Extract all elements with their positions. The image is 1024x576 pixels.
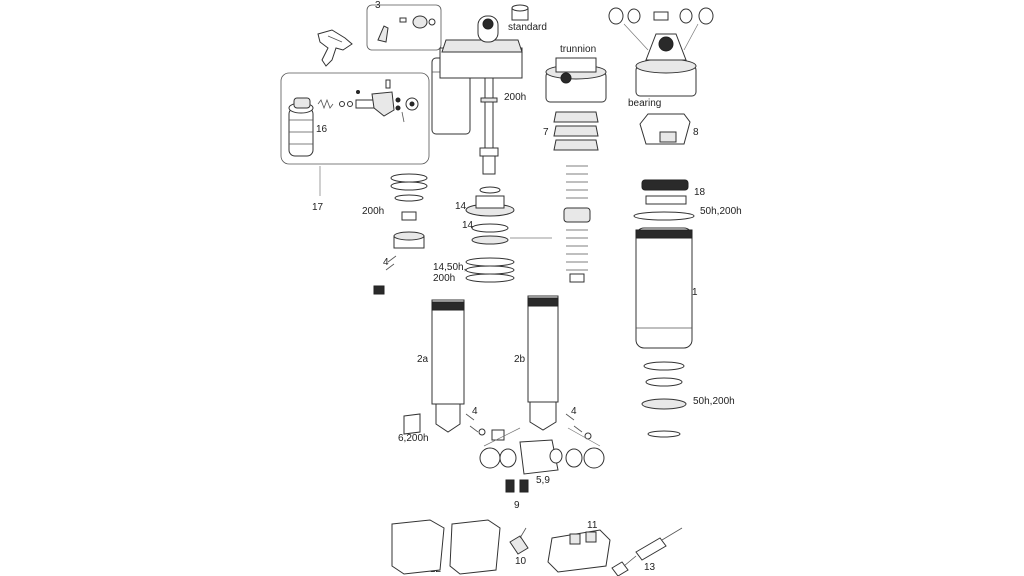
label-4-left: 4 [383, 257, 389, 268]
label-17: 17 [312, 202, 324, 213]
damper-2a [403, 299, 465, 435]
lower-eyelet-hardware [479, 427, 605, 493]
label-trunnion: trunnion [560, 44, 597, 55]
label-10: 10 [515, 556, 527, 567]
left-seal-stack [373, 173, 428, 295]
label-50h-200h-a: 50h,200h [700, 206, 742, 217]
valves-4 [465, 413, 592, 440]
label-9: 9 [514, 500, 520, 511]
label-18: 18 [694, 187, 706, 198]
label-3: 3 [375, 0, 381, 11]
label-14-50h-200h: 14,50h, 200h [433, 262, 467, 284]
label-bearing: bearing [628, 98, 662, 109]
tool-11-block [547, 529, 611, 573]
label-1: 1 [692, 287, 698, 298]
label-8: 8 [693, 127, 699, 138]
label-2b: 2b [514, 354, 526, 365]
detail-box-3 [366, 4, 442, 51]
bearing-eyelet [608, 7, 714, 97]
label-200h-left: 200h [362, 206, 385, 217]
coil-spring [563, 165, 591, 283]
tool-12-blocks [391, 519, 501, 575]
label-50h-200h-b: 50h,200h [693, 396, 735, 407]
detail-box-16-17 [280, 72, 430, 165]
tool-13-cable [611, 527, 683, 576]
air-sleeve-1 [633, 211, 695, 438]
tool-10 [509, 527, 529, 555]
label-14a: 14 [455, 201, 467, 212]
label-200h-top: 200h [504, 92, 527, 103]
piston-stack [465, 186, 552, 283]
standard-bushing [511, 4, 529, 21]
label-standard: standard [508, 22, 547, 33]
label-4-mid: 4 [472, 406, 478, 417]
part-18-stack [641, 179, 689, 205]
label-13: 13 [644, 562, 656, 573]
trunnion-head [545, 57, 607, 103]
part-7-clips [553, 111, 599, 151]
label-2a: 2a [417, 354, 429, 365]
damper-body-top [431, 15, 523, 175]
label-4-right: 4 [571, 406, 577, 417]
label-5-9: 5,9 [536, 475, 550, 486]
remote-lever [317, 29, 353, 67]
label-11: 11 [587, 520, 598, 531]
label-7: 7 [543, 127, 549, 138]
label-14b: 14 [462, 220, 474, 231]
damper-2b [527, 295, 559, 431]
part-8-clamp [639, 113, 691, 145]
label-16: 16 [316, 124, 328, 135]
label-6-200h: 6,200h [398, 433, 429, 444]
